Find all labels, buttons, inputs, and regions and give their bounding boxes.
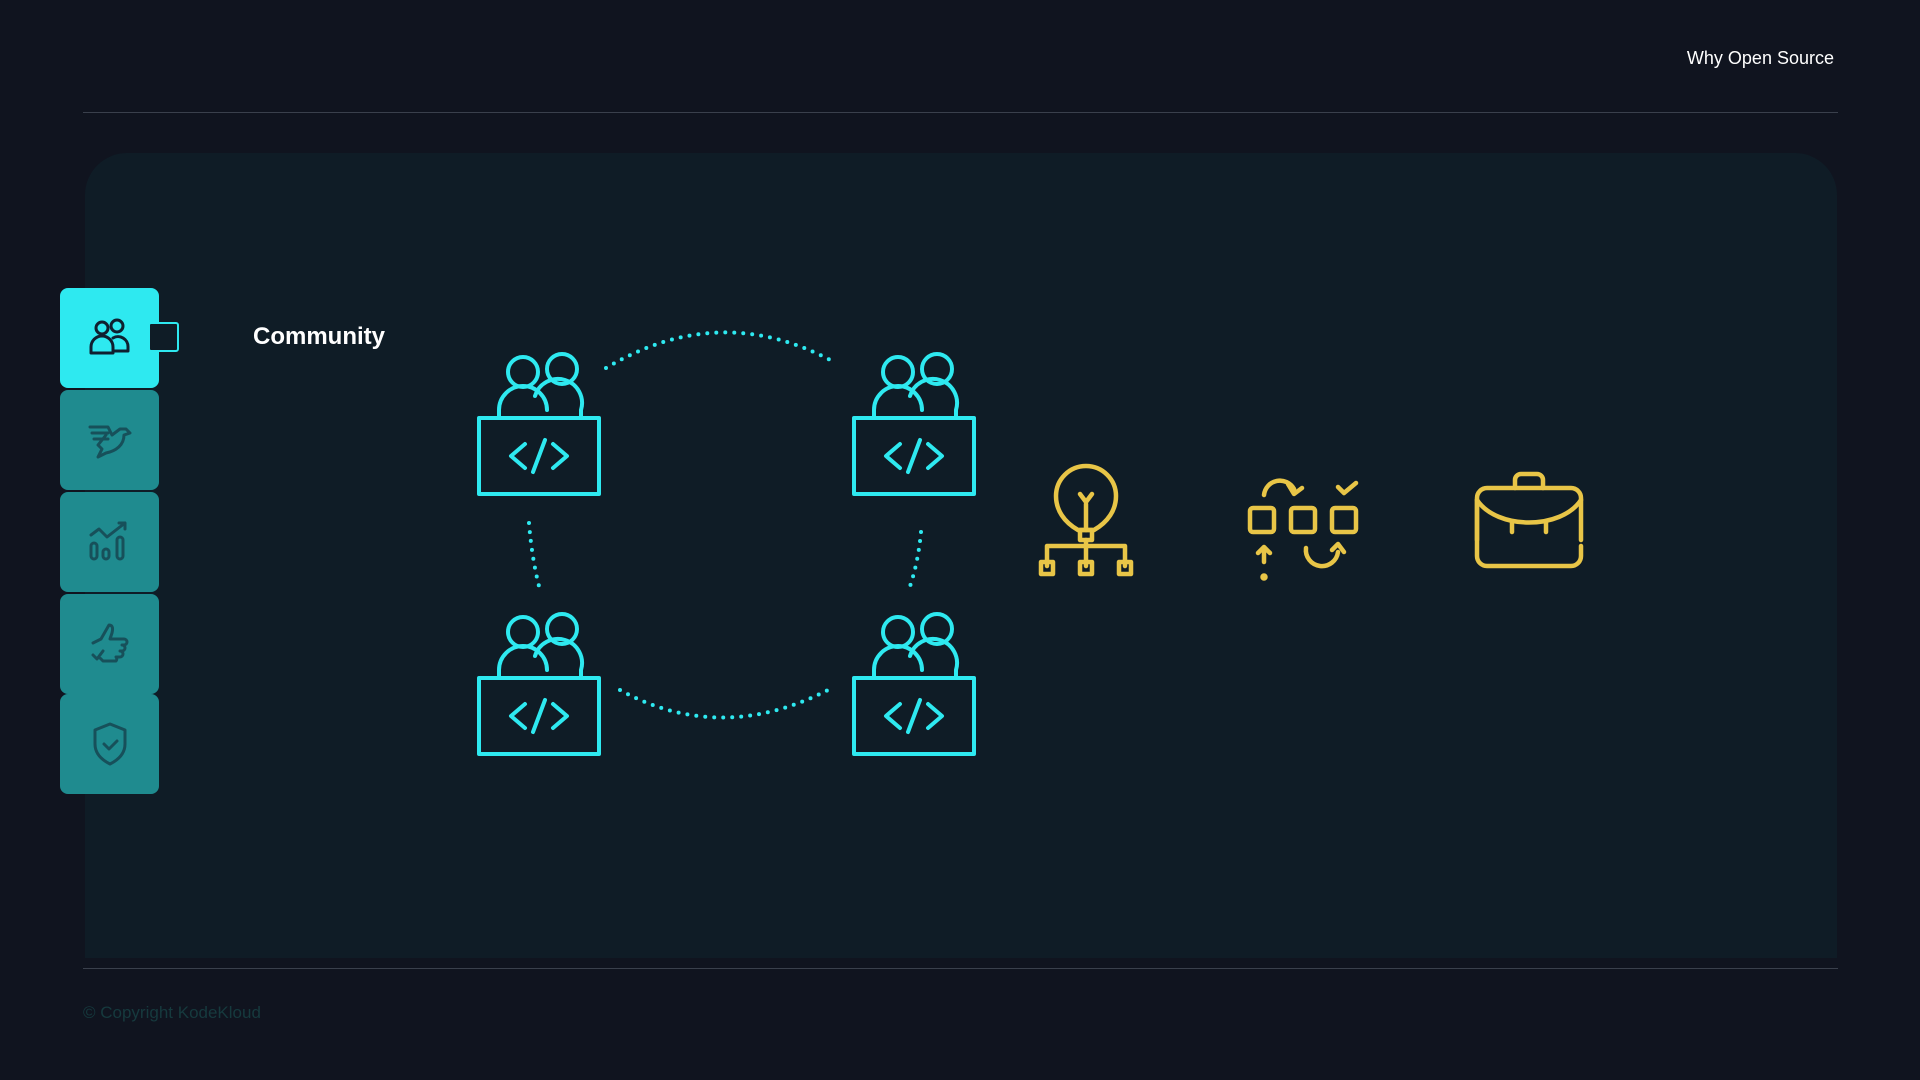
shield-check-icon	[93, 722, 126, 766]
slide-title: Why Open Source	[1686, 48, 1834, 68]
chart-growth-icon	[89, 521, 126, 561]
sidebar-item-quality[interactable]	[60, 594, 159, 694]
bottom-divider	[83, 968, 1838, 969]
top-divider	[83, 112, 1838, 113]
developer-group-icon	[852, 352, 976, 496]
process-flow-icon	[1247, 478, 1359, 581]
developer-group-icon	[477, 612, 601, 756]
people-icon	[89, 318, 129, 355]
sidebar-item-security[interactable]	[60, 694, 159, 794]
developer-group-icon	[852, 612, 976, 756]
content-panel	[85, 153, 1837, 958]
sidebar-item-community[interactable]	[60, 288, 159, 388]
developer-group-icon	[477, 352, 601, 496]
thumbs-up-icon	[91, 623, 128, 663]
sidebar-item-freedom[interactable]	[60, 390, 159, 490]
connection-dots	[527, 330, 923, 720]
active-tab-marker	[148, 322, 179, 352]
copyright: © Copyright KodeKloud	[83, 1003, 261, 1022]
sidebar-item-growth[interactable]	[60, 492, 159, 592]
dove-icon	[88, 425, 131, 459]
briefcase-icon	[1474, 471, 1584, 569]
lightbulb-network-icon	[1038, 463, 1134, 577]
section-heading: Community	[253, 323, 385, 350]
